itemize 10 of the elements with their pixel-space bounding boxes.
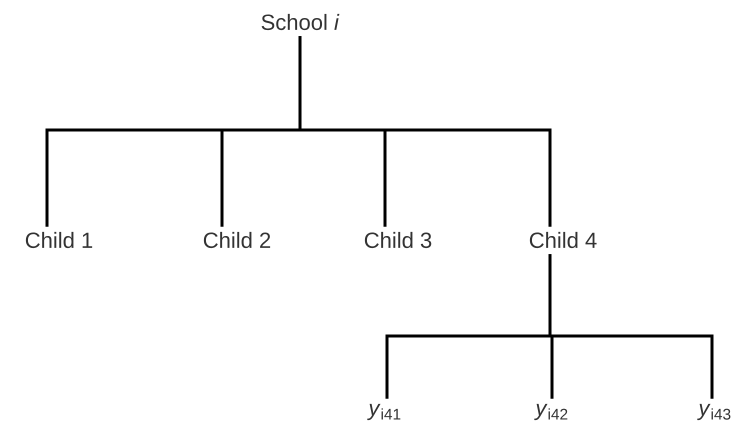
node-label: Child 2 bbox=[204, 232, 270, 248]
tree-connector bbox=[548, 254, 714, 399]
node-label: y$_{i43}$ bbox=[697, 404, 730, 420]
node-label: y$_{i42}$ bbox=[534, 404, 568, 420]
node-label: Child 4 bbox=[530, 232, 597, 248]
tree-connector bbox=[298, 36, 552, 227]
node-label: Child 1 bbox=[26, 232, 92, 248]
root-label: School i bbox=[262, 14, 340, 30]
node-label: y$_{i41}$ bbox=[367, 404, 400, 420]
node-label: Child 3 bbox=[364, 232, 432, 248]
